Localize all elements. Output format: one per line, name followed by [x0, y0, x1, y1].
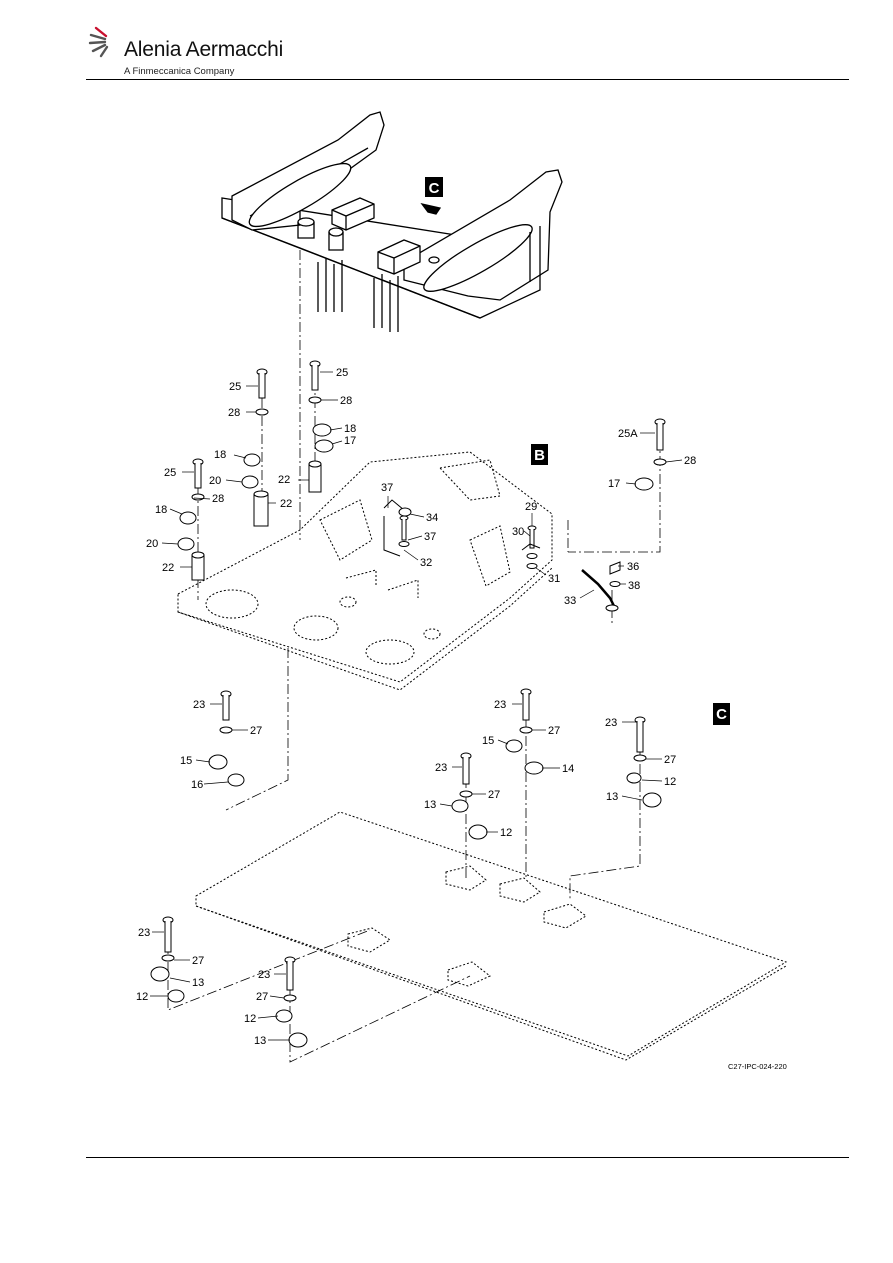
svg-text:B: B	[534, 447, 545, 464]
callout-label: 20	[146, 538, 158, 550]
callout-label: 18	[344, 423, 356, 435]
callout-label: 12	[244, 1013, 256, 1025]
callout-label: 27	[488, 789, 500, 801]
svg-text:C: C	[716, 706, 727, 723]
svg-text:C: C	[429, 180, 440, 197]
upper-bracket-assembly	[221, 111, 563, 332]
callout-label: 13	[254, 1035, 266, 1047]
callout-label: 23	[193, 699, 205, 711]
callout-label: 16	[191, 779, 203, 791]
callout-label: 27	[192, 955, 204, 967]
callout-label: 32	[420, 557, 432, 569]
callout-label: 36	[627, 561, 639, 573]
callout-label: 18	[214, 449, 226, 461]
callout-label: 17	[608, 478, 620, 490]
callout-label: 28	[212, 493, 224, 505]
callout-label: 34	[426, 512, 438, 524]
callout-label: 25	[229, 381, 241, 393]
callout-label: 23	[435, 762, 447, 774]
callout-label: 38	[628, 580, 640, 592]
callout-label: 13	[192, 977, 204, 989]
callout-label: 27	[256, 991, 268, 1003]
callout-label: 23	[605, 717, 617, 729]
callout-label: 22	[280, 498, 292, 510]
callout-label: 28	[684, 455, 696, 467]
callout-label: 37	[381, 482, 393, 494]
callout-label: 25	[336, 367, 348, 379]
callout-label: 15	[482, 735, 494, 747]
callout-label: 12	[136, 991, 148, 1003]
callout-label: 27	[664, 754, 676, 766]
footer-rule	[86, 1157, 849, 1158]
middle-mounting-plate	[177, 451, 553, 691]
fastener-stacks	[150, 360, 667, 1048]
view-badge-c-lower: C	[713, 703, 730, 725]
header-rule	[86, 79, 849, 80]
callout-label: 15	[180, 755, 192, 767]
callout-label: 27	[250, 725, 262, 737]
callout-label: 20	[209, 475, 221, 487]
page-header: Alenia Aermacchi A Finmeccanica Company	[0, 0, 893, 85]
callout-numbers: 25 28 18 20 25 28 18 20 22 22 25 28 18 1…	[136, 367, 696, 1047]
callout-label: 27	[548, 725, 560, 737]
callout-label: 30	[512, 526, 524, 538]
brand-tagline: A Finmeccanica Company	[124, 66, 235, 77]
assembly-chain-lines	[167, 250, 661, 1063]
callout-label: 25A	[618, 428, 638, 440]
callout-label: 28	[228, 407, 240, 419]
callout-label: 14	[562, 763, 574, 775]
callout-leaders	[150, 371, 683, 1041]
callout-label: 12	[500, 827, 512, 839]
callout-label: 33	[564, 595, 576, 607]
alenia-aermacchi-logo-icon	[88, 26, 109, 58]
callout-label: 22	[278, 474, 290, 486]
callout-label: 29	[525, 501, 537, 513]
callout-label: 23	[494, 699, 506, 711]
view-badge-b: B	[531, 444, 548, 465]
figure-reference: C27-IPC-024-220	[728, 1062, 787, 1071]
callout-label: 12	[664, 776, 676, 788]
callout-label: 28	[340, 395, 352, 407]
callout-label: 13	[424, 799, 436, 811]
callout-label: 18	[155, 504, 167, 516]
callout-label: 25	[164, 467, 176, 479]
brand-name: Alenia Aermacchi	[124, 38, 284, 61]
callout-label: 17	[344, 435, 356, 447]
callout-label: 23	[138, 927, 150, 939]
callout-label: 37	[424, 531, 436, 543]
callout-label: 13	[606, 791, 618, 803]
view-badge-c-top: C	[425, 177, 443, 197]
callout-label: 31	[548, 573, 560, 585]
lower-floor-panel	[195, 811, 788, 1061]
callout-label: 23	[258, 969, 270, 981]
callout-label: 22	[162, 562, 174, 574]
